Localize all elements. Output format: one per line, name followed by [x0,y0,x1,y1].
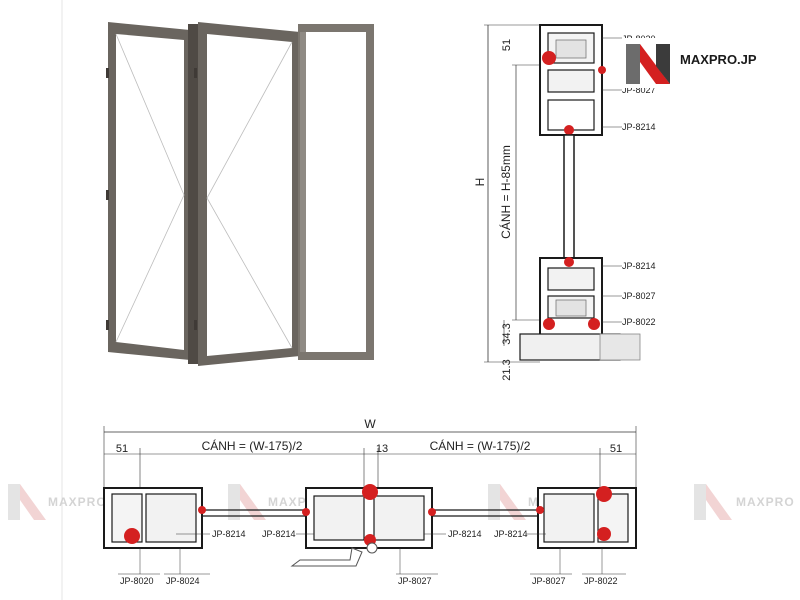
bottom-profile-chamber [547,267,595,291]
dim-right-51: 51 [610,443,622,455]
vertical-section: H CÁNH = H-85mm 51 34.3 21.3 [473,24,656,381]
right-frame-glass [306,32,366,352]
gasket-red [428,508,436,516]
gasket-red [302,508,310,516]
hinge [194,68,197,78]
glass-panel-section [563,134,575,261]
center-profile-chamber [313,495,365,541]
center-leaf-opening-mark [206,41,293,349]
top-profile-chamber-2 [547,69,595,93]
hinge-strip [188,24,198,364]
code-label: JP-8214 [622,261,656,271]
center-leaf-glass [207,34,292,356]
sash-width-right: CÁNH = (W-175)/2 [430,438,531,453]
code-label: JP-8214 [494,529,528,539]
horizontal-section: W 51 CÁNH = (W-175)/2 13 CÁNH = (W-175)/… [103,417,637,586]
left-leaf-opening-mark [115,33,185,343]
code-label: JP-8027 [622,85,656,95]
gasket-red [124,528,140,544]
code-label: JP-8027 [622,291,656,301]
sash-width-left: CÁNH = (W-175)/2 [202,438,303,453]
hinge [106,68,109,78]
door-elevation [106,22,374,366]
left-profile-chamber-2 [145,493,197,543]
watermark: MAXPRO [8,484,107,520]
right-frame-jamb [300,32,306,352]
dim-bottom-21-3: 21.3 [501,359,513,380]
dim-left-51: 51 [116,443,128,455]
dim-top-51: 51 [501,39,513,51]
gasket-red [598,66,606,74]
bottom-gasket [555,299,587,317]
logo-mark-right [656,44,670,84]
hinge [106,190,109,200]
right-profile-chamber [543,493,595,543]
top-profile-chamber-3 [547,99,595,131]
gasket-red [564,257,574,267]
right-profile-chamber-2 [597,493,629,543]
gasket-red [596,486,612,502]
dim-bottom-34-3: 34.3 [501,323,513,344]
gasket-red [543,318,555,330]
code-label: JP-8214 [448,529,482,539]
sash-height-label: CÁNH = H-85mm [498,145,513,239]
gasket-red [542,51,556,65]
top-gasket [555,39,587,59]
brand-logo: MAXPRO.JP [622,38,757,88]
gasket-red [564,125,574,135]
code-label: JP-8027 [532,576,566,586]
code-label: JP-8214 [262,529,296,539]
code-label: JP-8214 [212,529,246,539]
gasket-red [362,484,378,500]
hinge [106,320,109,330]
code-label: JP-8022 [584,576,618,586]
h-label: H [473,178,487,187]
code-label: JP-8020 [120,576,154,586]
gasket-red [198,506,206,514]
dim-mid-13: 13 [376,443,388,455]
watermark: MAXPRO [694,484,795,520]
gasket-red [536,506,544,514]
logo-text: MAXPRO.JP [680,52,757,67]
code-label: JP-8027 [398,576,432,586]
handle-spindle [366,542,378,554]
code-label: JP-8024 [166,576,200,586]
door-handle [290,547,363,567]
code-label: JP-8022 [622,317,656,327]
gasket-red [588,318,600,330]
watermark-text: MAXPRO [48,495,107,509]
floor-concrete [599,333,641,361]
center-profile-chamber-2 [373,495,425,541]
code-label: JP-8214 [622,122,656,132]
hinge [194,320,197,330]
logo-mark-left [626,44,640,84]
w-label: W [364,417,376,431]
watermark-text: MAXPRO [736,495,795,509]
left-leaf-glass [116,34,184,350]
gasket-red [597,527,611,541]
